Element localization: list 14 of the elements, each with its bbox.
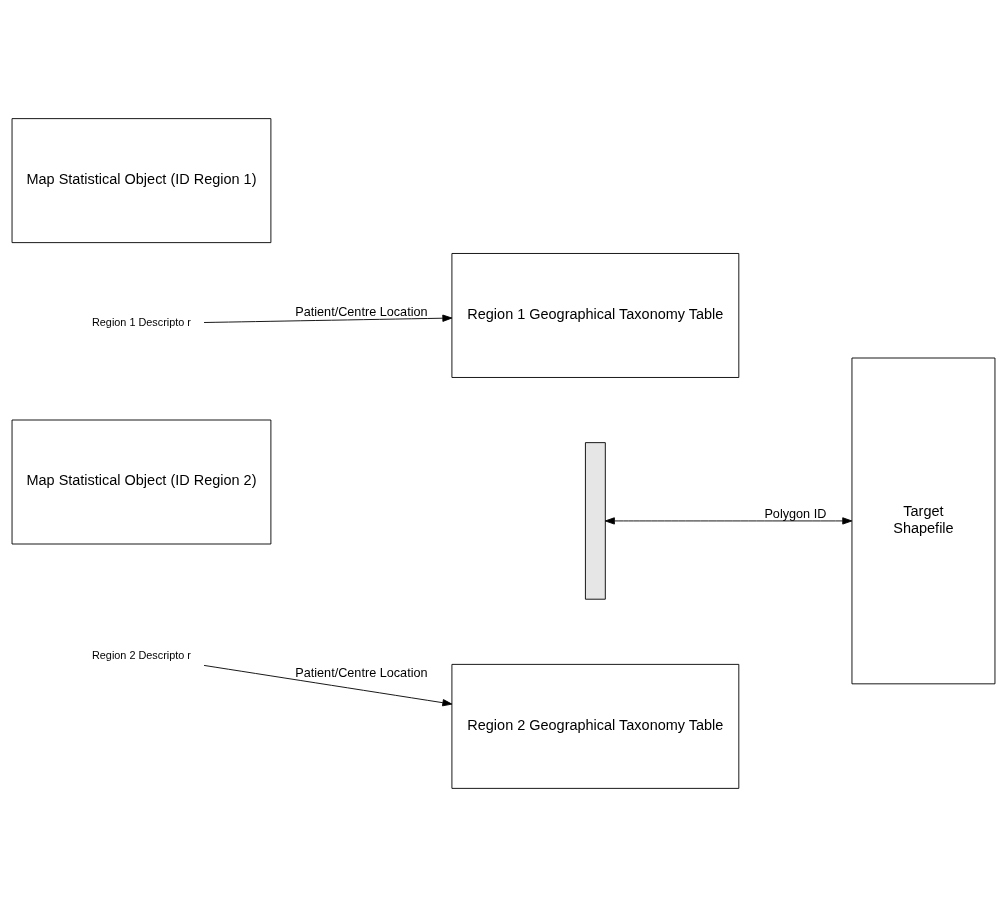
arrow	[604, 516, 853, 525]
edge-label: Polygon ID	[764, 505, 827, 520]
node-text: Region 2 Descripto r	[91, 648, 191, 661]
node-text: Region 1 Descripto r	[91, 315, 191, 328]
node-box: Map Statistical Object (ID Region 2)	[11, 419, 272, 544]
node-box: Target Shapefile	[851, 357, 996, 684]
edge-label: Patient/Centre Location	[295, 304, 428, 319]
arrow	[203, 664, 453, 706]
node-box: Region 1 Geographical Taxonomy Table	[451, 252, 740, 378]
arrow	[203, 314, 453, 323]
node-box: Region 2 Geographical Taxonomy Table	[451, 663, 740, 789]
edge-label: Patient/Centre Location	[295, 665, 428, 680]
node-bar	[584, 441, 606, 600]
node-box: Map Statistical Object (ID Region 1)	[11, 117, 272, 243]
